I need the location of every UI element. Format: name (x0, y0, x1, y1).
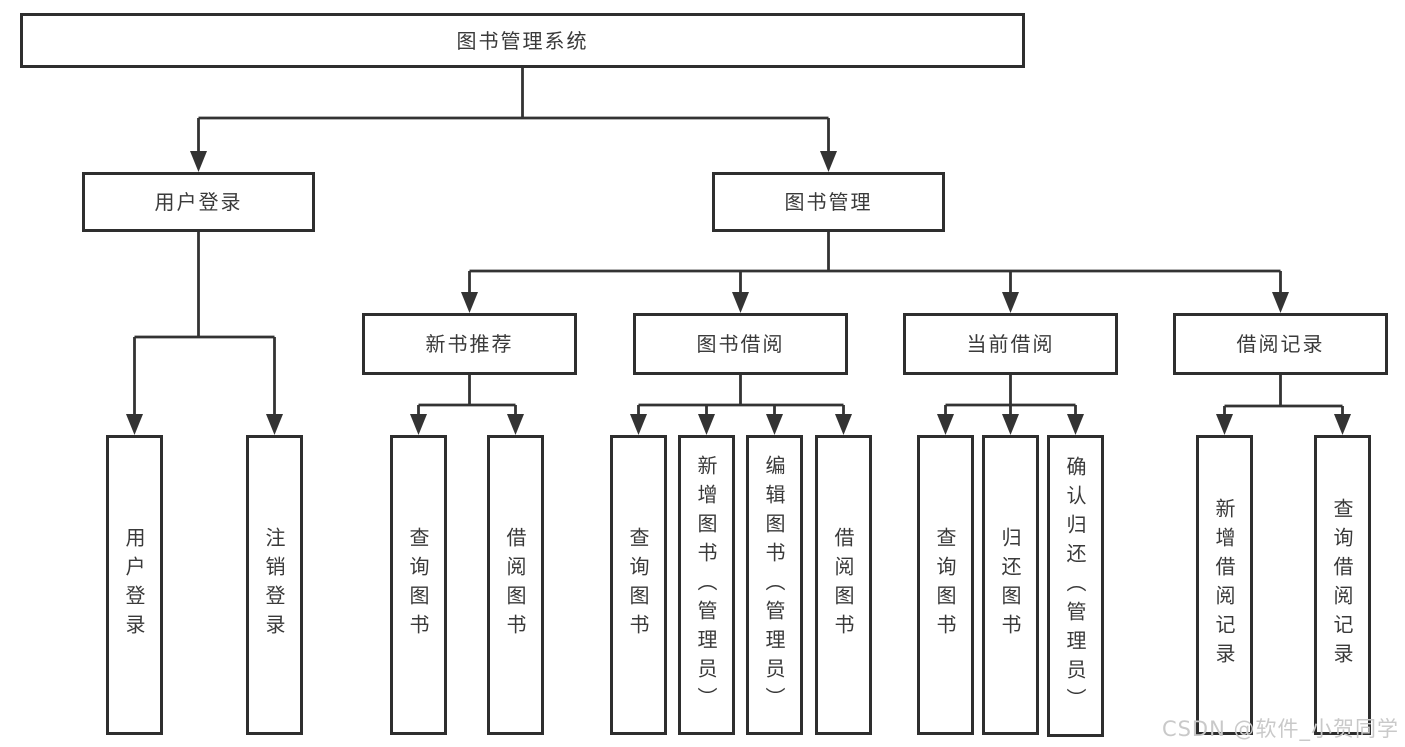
node-leaf-query-books-borrow: 查询图书 (610, 435, 667, 735)
node-leaf-logout: 注销登录 (246, 435, 303, 735)
connector-new-book-to-leaves (410, 375, 524, 435)
connector-current-borrow-to-leaves (937, 375, 1084, 435)
node-leaf-borrow-books-recommend: 借阅图书 (487, 435, 544, 735)
node-user-login-module: 用户登录 (82, 172, 315, 232)
node-leaf-query-borrow-record: 查询借阅记录 (1314, 435, 1371, 735)
node-leaf-add-borrow-record: 新增借阅记录 (1196, 435, 1253, 735)
csdn-watermark: CSDN @软件_小贺同学 (1161, 717, 1399, 741)
connector-borrow-records-to-leaves (1216, 375, 1351, 435)
connector-user-login-to-leaves (126, 232, 283, 435)
node-leaf-edit-book-admin: 编辑图书（管理员） (746, 435, 803, 735)
node-leaf-borrow-books-borrow: 借阅图书 (815, 435, 872, 735)
node-leaf-query-books-recommend: 查询图书 (390, 435, 447, 735)
node-borrow-records: 借阅记录 (1173, 313, 1388, 375)
node-leaf-user-login: 用户登录 (106, 435, 163, 735)
node-leaf-query-books-current: 查询图书 (917, 435, 974, 735)
connector-book-borrow-to-leaves (630, 375, 852, 435)
node-new-book-recommend: 新书推荐 (362, 313, 577, 375)
node-leaf-return-book: 归还图书 (982, 435, 1039, 735)
connector-root-to-level2 (190, 68, 837, 172)
node-book-management-module: 图书管理 (712, 172, 945, 232)
node-leaf-add-book-admin: 新增图书（管理员） (678, 435, 735, 735)
node-leaf-confirm-return-admin: 确认归还（管理员） (1047, 435, 1104, 737)
connector-book-management-to-level3 (461, 232, 1289, 313)
node-book-borrow: 图书借阅 (633, 313, 848, 375)
node-library-management-system: 图书管理系统 (20, 13, 1025, 68)
node-current-borrow: 当前借阅 (903, 313, 1118, 375)
